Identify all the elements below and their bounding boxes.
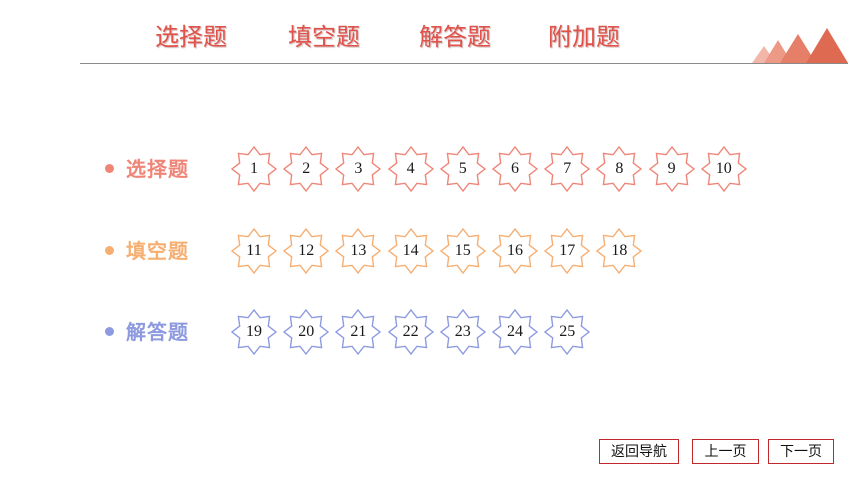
- question-star-button[interactable]: 7: [544, 146, 591, 192]
- question-star-button[interactable]: 19: [231, 309, 277, 355]
- tab-multiple-choice[interactable]: 选择题: [155, 23, 227, 51]
- question-star-button[interactable]: 14: [387, 228, 434, 274]
- question-number: 9: [667, 160, 676, 177]
- question-number: 5: [458, 160, 467, 177]
- star-frame-icon: [439, 146, 486, 192]
- question-number: 8: [615, 160, 624, 177]
- star-frame-icon: [439, 228, 486, 274]
- question-star-button[interactable]: 2: [283, 146, 330, 192]
- question-star-button[interactable]: 6: [492, 146, 538, 192]
- star-frame-icon: [231, 146, 277, 192]
- question-star-button[interactable]: 20: [283, 309, 330, 355]
- question-star-button[interactable]: 3: [335, 146, 382, 192]
- star-frame-icon: [387, 309, 434, 355]
- question-number: 15: [454, 242, 471, 259]
- tab-fill-in-blank[interactable]: 填空题: [288, 23, 360, 51]
- star-frame-icon: [700, 146, 747, 192]
- question-star-button[interactable]: 12: [283, 228, 330, 274]
- question-star-button[interactable]: 25: [544, 309, 591, 355]
- question-number: 21: [350, 323, 367, 340]
- question-star-button[interactable]: 16: [492, 228, 538, 274]
- question-number: 11: [246, 242, 262, 259]
- question-star-button[interactable]: 23: [439, 309, 486, 355]
- question-star-button[interactable]: 8: [596, 146, 643, 192]
- bullet-dot-icon: [105, 327, 114, 336]
- question-star-button[interactable]: 18: [596, 228, 643, 274]
- question-number: 12: [298, 242, 315, 259]
- star-frame-icon: [335, 309, 382, 355]
- tab-extra-questions[interactable]: 附加题: [548, 23, 620, 51]
- star-frame-icon: [596, 146, 643, 192]
- question-number: 18: [611, 242, 628, 259]
- star-frame-icon: [387, 228, 434, 274]
- question-star-button[interactable]: 24: [492, 309, 538, 355]
- star-frame-icon: [492, 228, 538, 274]
- question-number: 3: [354, 160, 363, 177]
- question-star-button[interactable]: 4: [387, 146, 434, 192]
- question-star-button[interactable]: 1: [231, 146, 277, 192]
- question-star-button[interactable]: 11: [231, 228, 277, 274]
- section-label-multiple-choice: 选择题: [105, 157, 189, 181]
- star-frame-icon: [492, 309, 538, 355]
- question-star-button[interactable]: 10: [700, 146, 747, 192]
- star-frame-icon: [283, 146, 330, 192]
- question-number: 13: [350, 242, 367, 259]
- star-frame-icon: [439, 309, 486, 355]
- star-frame-icon: [596, 228, 643, 274]
- star-frame-icon: [387, 146, 434, 192]
- question-star-button[interactable]: 9: [648, 146, 695, 192]
- star-frame-icon: [335, 228, 382, 274]
- star-frame-icon: [283, 309, 330, 355]
- star-frame-icon: [544, 146, 591, 192]
- question-number: 4: [406, 160, 415, 177]
- star-frame-icon: [544, 228, 591, 274]
- question-number: 7: [563, 160, 572, 177]
- back-to-navigation-button[interactable]: 返回导航: [599, 439, 679, 464]
- question-number: 24: [507, 323, 523, 340]
- question-number: 2: [302, 160, 311, 177]
- question-number: 19: [246, 323, 262, 340]
- question-number: 14: [402, 242, 419, 259]
- question-number: 20: [298, 323, 315, 340]
- star-frame-icon: [544, 309, 591, 355]
- question-number: 1: [250, 160, 258, 177]
- question-star-button[interactable]: 17: [544, 228, 591, 274]
- section-label-fill-in-blank: 填空题: [105, 239, 189, 263]
- header-divider: [80, 63, 848, 64]
- star-frame-icon: [283, 228, 330, 274]
- star-frame-icon: [648, 146, 695, 192]
- star-frame-icon: [335, 146, 382, 192]
- question-star-button[interactable]: 21: [335, 309, 382, 355]
- question-number: 10: [715, 160, 732, 177]
- next-page-button[interactable]: 下一页: [768, 439, 834, 464]
- question-star-button[interactable]: 15: [439, 228, 486, 274]
- question-star-button[interactable]: 13: [335, 228, 382, 274]
- mountain-decoration-icon: [752, 28, 848, 63]
- previous-page-button[interactable]: 上一页: [692, 439, 759, 464]
- star-frame-icon: [231, 309, 277, 355]
- question-number: 22: [402, 323, 419, 340]
- tab-free-response[interactable]: 解答题: [419, 23, 491, 51]
- bullet-dot-icon: [105, 164, 114, 173]
- question-number: 25: [559, 323, 576, 340]
- section-label-free-response: 解答题: [105, 320, 189, 344]
- question-number: 16: [507, 242, 523, 259]
- star-frame-icon: [492, 146, 538, 192]
- question-star-button[interactable]: 22: [387, 309, 434, 355]
- question-number: 6: [511, 160, 519, 177]
- bullet-dot-icon: [105, 246, 114, 255]
- question-number: 23: [454, 323, 471, 340]
- question-number: 17: [559, 242, 576, 259]
- question-star-button[interactable]: 5: [439, 146, 486, 192]
- star-frame-icon: [231, 228, 277, 274]
